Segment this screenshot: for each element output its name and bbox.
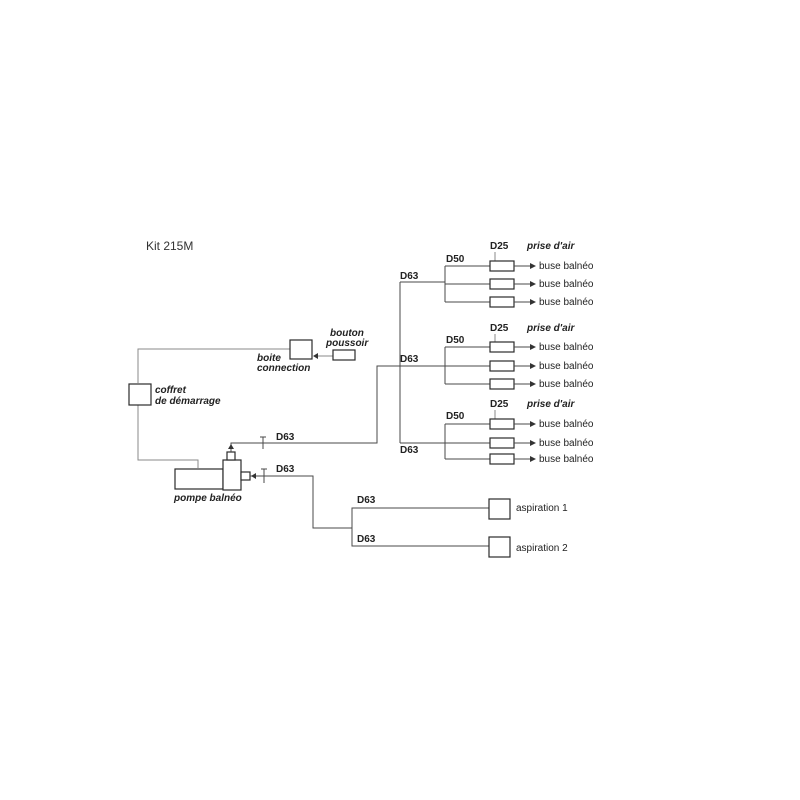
wire-coffret-pompe	[137, 405, 199, 468]
jet-box	[489, 453, 515, 465]
pipe-outlet	[230, 365, 400, 452]
valve-inlet-icon	[261, 468, 267, 483]
jet-box	[489, 437, 515, 449]
bouton-label-2: poussoir	[325, 338, 369, 349]
jet-label: buse balnéo	[539, 438, 594, 449]
jet-box	[489, 260, 515, 272]
coffret-label-1: coffret	[155, 385, 187, 396]
pipe-label-d63-asp1: D63	[357, 495, 376, 506]
jet-box	[489, 418, 515, 430]
boite-label-2: connection	[257, 363, 310, 374]
coffret-box	[128, 383, 152, 406]
aspiration-2-box	[488, 536, 511, 558]
pipe-label-d50: D50	[446, 411, 465, 422]
jet-arrow-icon	[530, 456, 536, 462]
jet-arrow-icon	[530, 363, 536, 369]
pipe-label-d50: D50	[446, 335, 465, 346]
jet-arrow-icon	[530, 440, 536, 446]
jet-group-3: D50 D25 prise d'air buse balnéo buse bal…	[444, 399, 594, 465]
bouton-label-1: bouton	[330, 328, 364, 339]
valve-outlet-icon	[260, 436, 266, 449]
pompe-inlet	[240, 471, 251, 481]
jet-label: buse balnéo	[539, 261, 594, 272]
pompe-outlet	[226, 451, 236, 461]
pipe-label-d63-2: D63	[400, 354, 419, 365]
prise-air-label: prise d'air	[526, 323, 576, 334]
jet-label: buse balnéo	[539, 379, 594, 390]
prise-air-label: prise d'air	[526, 241, 576, 252]
pipe-label-d25: D25	[490, 241, 509, 252]
pipe-label-d50: D50	[446, 254, 465, 265]
jet-group-1: D50 D25 prise d'air buse balnéo buse bal…	[444, 241, 594, 308]
boite-connection-box	[289, 339, 313, 360]
jet-arrow-icon	[530, 344, 536, 350]
outlet-arrow-icon	[228, 444, 234, 449]
pompe-head	[222, 459, 242, 491]
jet-group-2: D50 D25 prise d'air buse balnéo buse bal…	[444, 323, 594, 390]
jet-box	[489, 278, 515, 290]
jet-arrow-icon	[530, 263, 536, 269]
inlet-arrow-icon	[251, 473, 256, 479]
bouton-poussoir-box	[332, 349, 356, 361]
jet-box	[489, 360, 515, 372]
wire-coffret-boite	[137, 348, 290, 383]
pompe-label: pompe balnéo	[173, 493, 242, 504]
pipe-label-d63-inlet: D63	[276, 464, 295, 475]
jet-arrow-icon	[530, 281, 536, 287]
pipe-label-d63-3: D63	[400, 445, 419, 456]
wire-arrow-icon	[313, 353, 318, 359]
jet-box	[489, 341, 515, 353]
coffret-label-2: de démarrage	[155, 396, 221, 407]
pompe-body	[174, 468, 224, 490]
pipe-label-d63-outlet: D63	[276, 432, 295, 443]
jet-label: buse balnéo	[539, 454, 594, 465]
jet-label: buse balnéo	[539, 342, 594, 353]
pipe-label-d63-1: D63	[400, 271, 419, 282]
aspiration-1-label: aspiration 1	[516, 503, 568, 514]
pipe-suction-2	[351, 528, 489, 547]
aspiration-1-box	[488, 498, 511, 520]
jet-box	[489, 378, 515, 390]
jet-arrow-icon	[530, 299, 536, 305]
jet-label: buse balnéo	[539, 419, 594, 430]
pipe-label-d63-asp2: D63	[357, 534, 376, 545]
pipe-label-d25: D25	[490, 399, 509, 410]
pipe-suction-1	[250, 475, 489, 529]
jet-arrow-icon	[530, 421, 536, 427]
jet-arrow-icon	[530, 381, 536, 387]
prise-air-label: prise d'air	[526, 399, 576, 410]
jet-label: buse balnéo	[539, 361, 594, 372]
diagram-title: Kit 215M	[146, 239, 193, 253]
jet-label: buse balnéo	[539, 297, 594, 308]
jet-box	[489, 296, 515, 308]
boite-label-1: boite	[257, 353, 281, 364]
jet-label: buse balnéo	[539, 279, 594, 290]
pipe-label-d25: D25	[490, 323, 509, 334]
aspiration-2-label: aspiration 2	[516, 543, 568, 554]
